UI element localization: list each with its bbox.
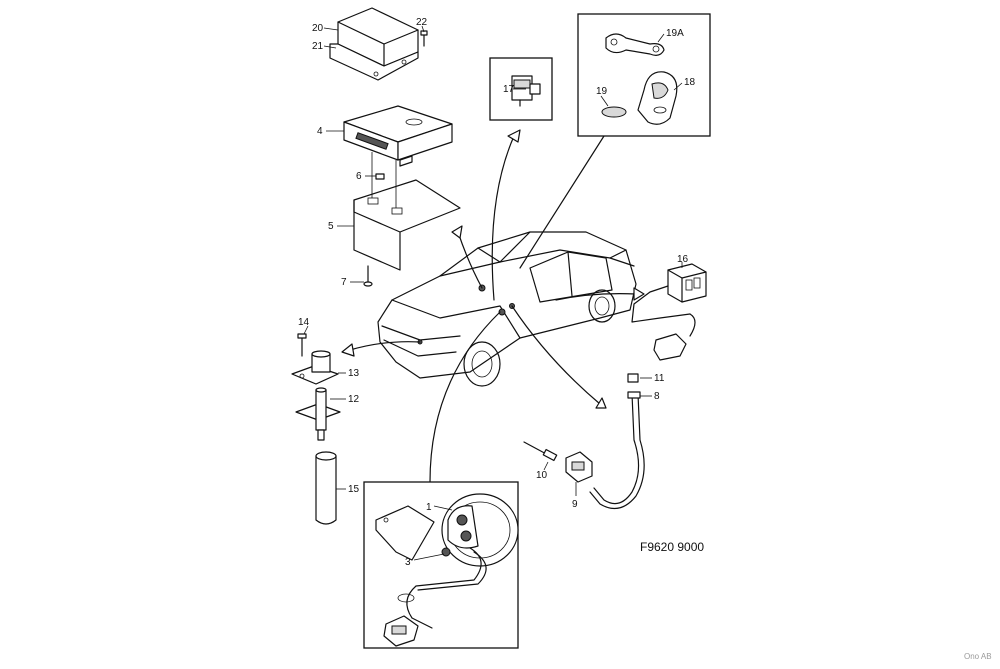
callout-9: 9 <box>572 499 578 510</box>
callout-16: 16 <box>677 254 689 265</box>
figure-code: F9620 9000 <box>640 540 704 554</box>
callout-12: 12 <box>348 394 360 405</box>
callout-10: 10 <box>536 470 548 481</box>
connector-part-9 <box>565 451 593 483</box>
battery-part-19 <box>601 106 627 118</box>
car-illustration <box>377 231 637 387</box>
callout-3: 3 <box>405 557 411 568</box>
callout-6: 6 <box>356 171 362 182</box>
screw-part-22 <box>420 30 428 47</box>
arrow-to-part-8 <box>511 305 607 409</box>
part-1-3-box <box>363 481 519 649</box>
cable-part-8 <box>589 391 645 510</box>
switch-part-13 <box>291 350 339 385</box>
callout-4: 4 <box>317 126 323 137</box>
callout-19: 19 <box>596 86 608 97</box>
key-housing-part-18 <box>637 71 678 125</box>
siren-part-1 <box>441 493 519 567</box>
part-18-19-box <box>577 13 711 137</box>
wire-harness <box>383 547 487 647</box>
callout-20: 20 <box>312 23 324 34</box>
callout-labels: 20 21 22 4 6 5 7 14 13 12 15 17 19A 18 1… <box>298 17 696 568</box>
arrow-to-module <box>451 225 483 289</box>
callout-1: 1 <box>426 502 432 513</box>
callout-11: 11 <box>654 373 665 384</box>
callout-18: 18 <box>684 77 696 88</box>
arrow-to-part-16 <box>555 287 645 301</box>
callout-8: 8 <box>654 391 660 402</box>
callout-13: 13 <box>348 368 360 379</box>
screw-part-7 <box>363 265 373 287</box>
callout-14: 14 <box>298 317 310 328</box>
control-module-part-4 <box>343 105 453 167</box>
bracket-part-5 <box>353 152 461 271</box>
credit-watermark: Ono AB <box>964 652 992 661</box>
arrow-to-part-17 <box>491 129 521 301</box>
line-to-part-1-box <box>429 311 501 483</box>
relay-part-16 <box>631 263 707 337</box>
callout-19A: 19A <box>666 28 684 39</box>
callout-21: 21 <box>312 41 324 52</box>
boot-part-15 <box>315 451 337 525</box>
callout-17: 17 <box>503 84 515 95</box>
switch-part-12 <box>295 387 341 441</box>
terminal-part-10 <box>523 441 558 462</box>
cover-part-20 <box>329 7 419 81</box>
nut-part-6 <box>375 173 385 180</box>
key-blade-part-19A <box>605 33 665 56</box>
callout-22: 22 <box>416 17 428 28</box>
callout-7: 7 <box>341 277 347 288</box>
cap-part-16b <box>653 333 687 361</box>
grommet-part-11 <box>627 373 639 383</box>
callout-5: 5 <box>328 221 334 232</box>
arrow-to-part-13 <box>341 341 421 357</box>
line-to-part-18-box <box>519 135 605 269</box>
callout-15: 15 <box>348 484 360 495</box>
screw-part-14 <box>297 333 307 357</box>
part-17-box <box>489 57 553 121</box>
leader-lines <box>303 25 683 561</box>
